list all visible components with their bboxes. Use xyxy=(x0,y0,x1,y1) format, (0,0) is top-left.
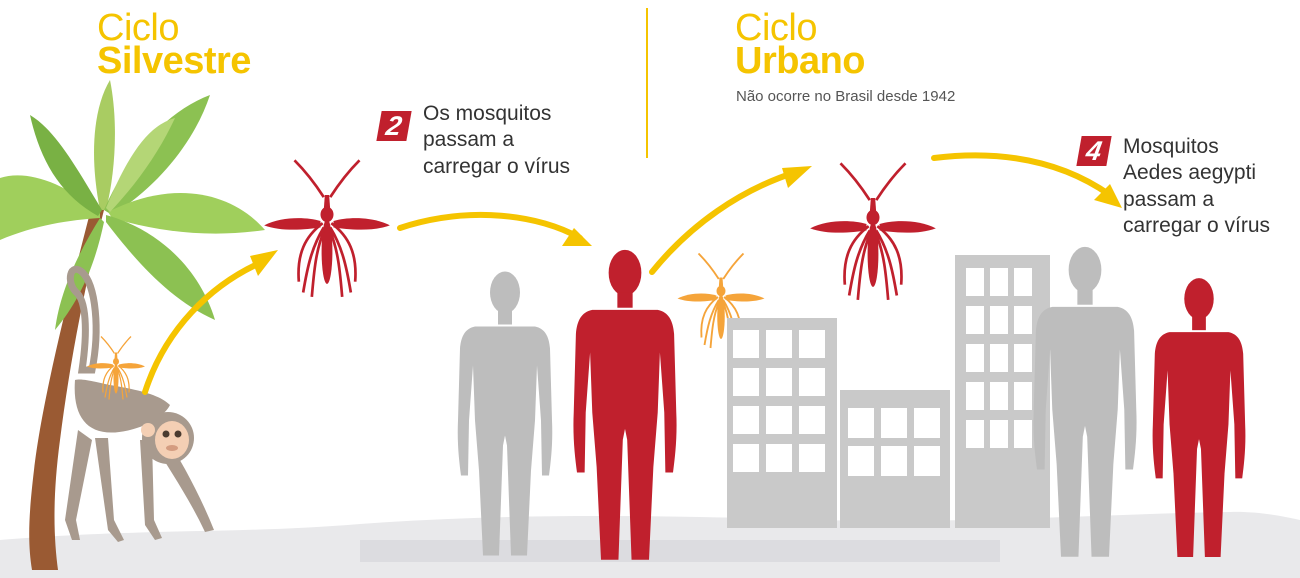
cycle-divider xyxy=(646,8,648,158)
step-4-line: carregar o vírus xyxy=(1123,213,1271,237)
step-4-badge: 4 xyxy=(1076,136,1112,166)
urban-cycle-note: Não ocorre no Brasil desde 1942 xyxy=(736,88,956,105)
step-4-text: Mosquitos Aedes aegypti passam a carrega… xyxy=(1123,134,1270,239)
step-2-badge: 2 xyxy=(376,111,412,141)
ground-strip xyxy=(360,540,1000,562)
step-2-line: carregar o vírus xyxy=(423,154,571,178)
sylvan-title-line1: Ciclo xyxy=(97,7,179,49)
step-2-line: passam a xyxy=(423,128,515,152)
monkey-icon xyxy=(65,266,214,542)
palm-tree-icon xyxy=(0,80,265,570)
sylvan-title-line2: Silvestre xyxy=(97,39,251,82)
person-icon xyxy=(573,249,677,560)
sylvan-cycle-title: Ciclo Silvestre xyxy=(97,7,251,82)
urban-title-line1: Ciclo xyxy=(735,7,817,49)
step-4-line: Mosquitos xyxy=(1123,135,1219,158)
step-2-line: Os mosquitos xyxy=(423,102,552,125)
urban-cycle-title: Ciclo Urbano xyxy=(735,7,866,82)
mosquito-icon xyxy=(808,161,938,302)
step-4-line: passam a xyxy=(1123,187,1215,211)
step-4-line: Aedes aegypti xyxy=(1123,161,1257,185)
step-2-text: Os mosquitos passam a carregar o vírus xyxy=(423,101,570,180)
mosquito-icon xyxy=(262,158,392,299)
urban-title-line2: Urbano xyxy=(735,39,866,82)
person-icon xyxy=(457,271,553,556)
arrow-icon xyxy=(142,152,1113,395)
